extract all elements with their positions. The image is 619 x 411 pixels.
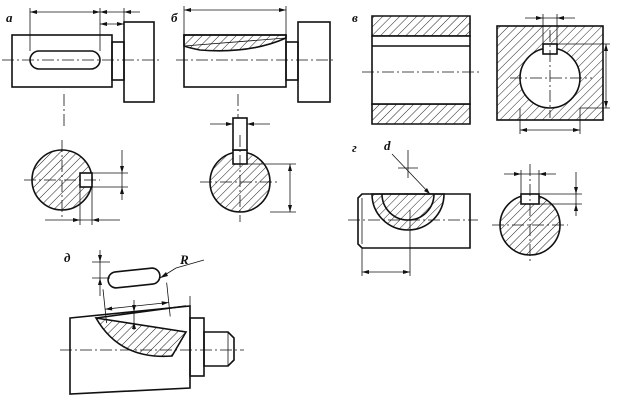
view-g-groove	[371, 193, 445, 231]
view-v: в	[352, 10, 610, 134]
dim-d-label: d	[384, 138, 391, 153]
view-a-collar	[123, 21, 155, 103]
view-d-label: д	[64, 250, 71, 265]
view-d-slot-plan	[107, 267, 161, 289]
view-d-shaft-end	[203, 331, 235, 367]
view-a-shaft	[11, 34, 113, 88]
view-b: б	[171, 6, 336, 130]
view-v-bore	[371, 35, 471, 105]
dim-R-label: R	[179, 252, 189, 267]
view-b-label: б	[171, 10, 178, 25]
view-a-label: а	[6, 10, 13, 25]
view-v-label: в	[352, 10, 358, 25]
view-d: д R	[60, 250, 244, 395]
view-g-label: г	[352, 140, 357, 155]
view-b-section	[200, 117, 296, 222]
view-b-segment-keyway	[183, 34, 287, 52]
view-a-neck	[111, 41, 125, 81]
view-g: г d	[348, 138, 582, 276]
view-d-segment-keyway	[94, 316, 188, 358]
view-b-collar	[297, 21, 331, 103]
view-a: а	[2, 8, 160, 128]
view-a-section	[24, 140, 128, 225]
